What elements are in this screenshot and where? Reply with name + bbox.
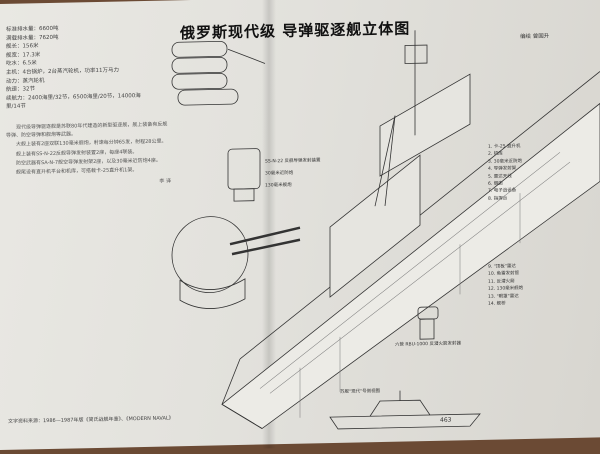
label-gun: 130毫米舰炮	[265, 182, 292, 189]
legend-item: 1. 卡-25 直升机	[488, 144, 521, 150]
legend-list: 1. 卡-25 直升机 2. 机库 3. 30毫米近防炮 4. 导弹发射架 5.…	[488, 143, 522, 203]
ciws-drawing	[227, 148, 261, 202]
rbu-launcher-drawing	[417, 306, 439, 340]
label-missile: SS-N-22 反舰导弹发射装置	[265, 158, 321, 165]
legend-item: 13. "眼罩"雷达	[488, 293, 519, 300]
missile-launcher-drawing	[171, 40, 266, 106]
hull-number: 463	[440, 416, 452, 424]
gun-turret-drawing	[171, 216, 301, 309]
side-view-drawing	[329, 390, 481, 430]
label-side-view: 苏舰"现代"号侧视图	[340, 389, 381, 395]
legend-list-2: 9. "顶板"雷达 10. 鱼雷发射管 11. 反潜火箭 12. 130毫米舰炮…	[488, 263, 523, 308]
legend-item: 8. 指挥台	[488, 196, 508, 202]
label-ciws: 30毫米近防炮	[265, 170, 294, 177]
legend-item: 10. 鱼雷发射管	[488, 271, 520, 278]
legend-item: 14. 舰桥	[488, 301, 506, 307]
